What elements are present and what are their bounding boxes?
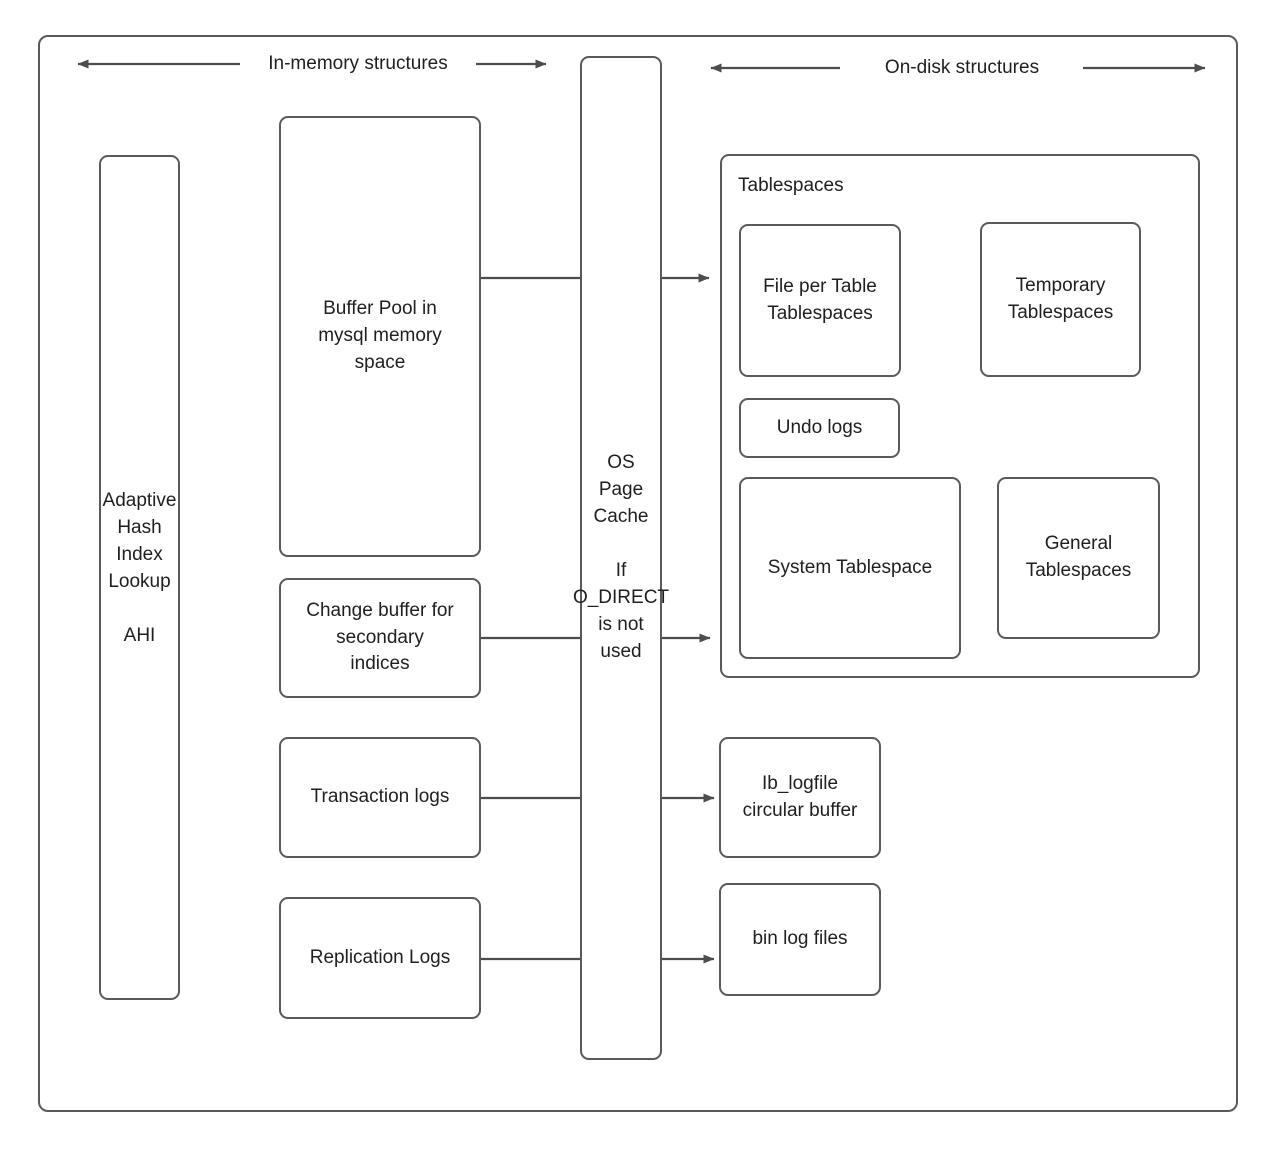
node-system-tablespace[interactable]: System Tablespace <box>739 477 961 659</box>
node-change-buffer[interactable]: Change buffer for secondary indices <box>279 578 481 698</box>
header-in-memory-structures: In-memory structures <box>268 53 448 74</box>
node-replication-logs[interactable]: Replication Logs <box>279 897 481 1019</box>
node-os-page-cache[interactable] <box>580 56 662 1060</box>
node-bin-log-files[interactable]: bin log files <box>719 883 881 996</box>
node-adaptive-hash-index[interactable] <box>99 155 180 1000</box>
node-general-tablespaces[interactable]: General Tablespaces <box>997 477 1160 639</box>
node-undo-logs[interactable]: Undo logs <box>739 398 900 458</box>
node-transaction-logs[interactable]: Transaction logs <box>279 737 481 858</box>
group-tablespaces-label: Tablespaces <box>738 175 844 196</box>
node-temporary-tablespaces[interactable]: Temporary Tablespaces <box>980 222 1141 377</box>
header-on-disk-structures: On-disk structures <box>884 57 1040 78</box>
node-ib-logfile[interactable]: Ib_logfile circular buffer <box>719 737 881 858</box>
node-buffer-pool[interactable]: Buffer Pool in mysql memory space <box>279 116 481 557</box>
node-file-per-table-tablespaces[interactable]: File per Table Tablespaces <box>739 224 901 377</box>
